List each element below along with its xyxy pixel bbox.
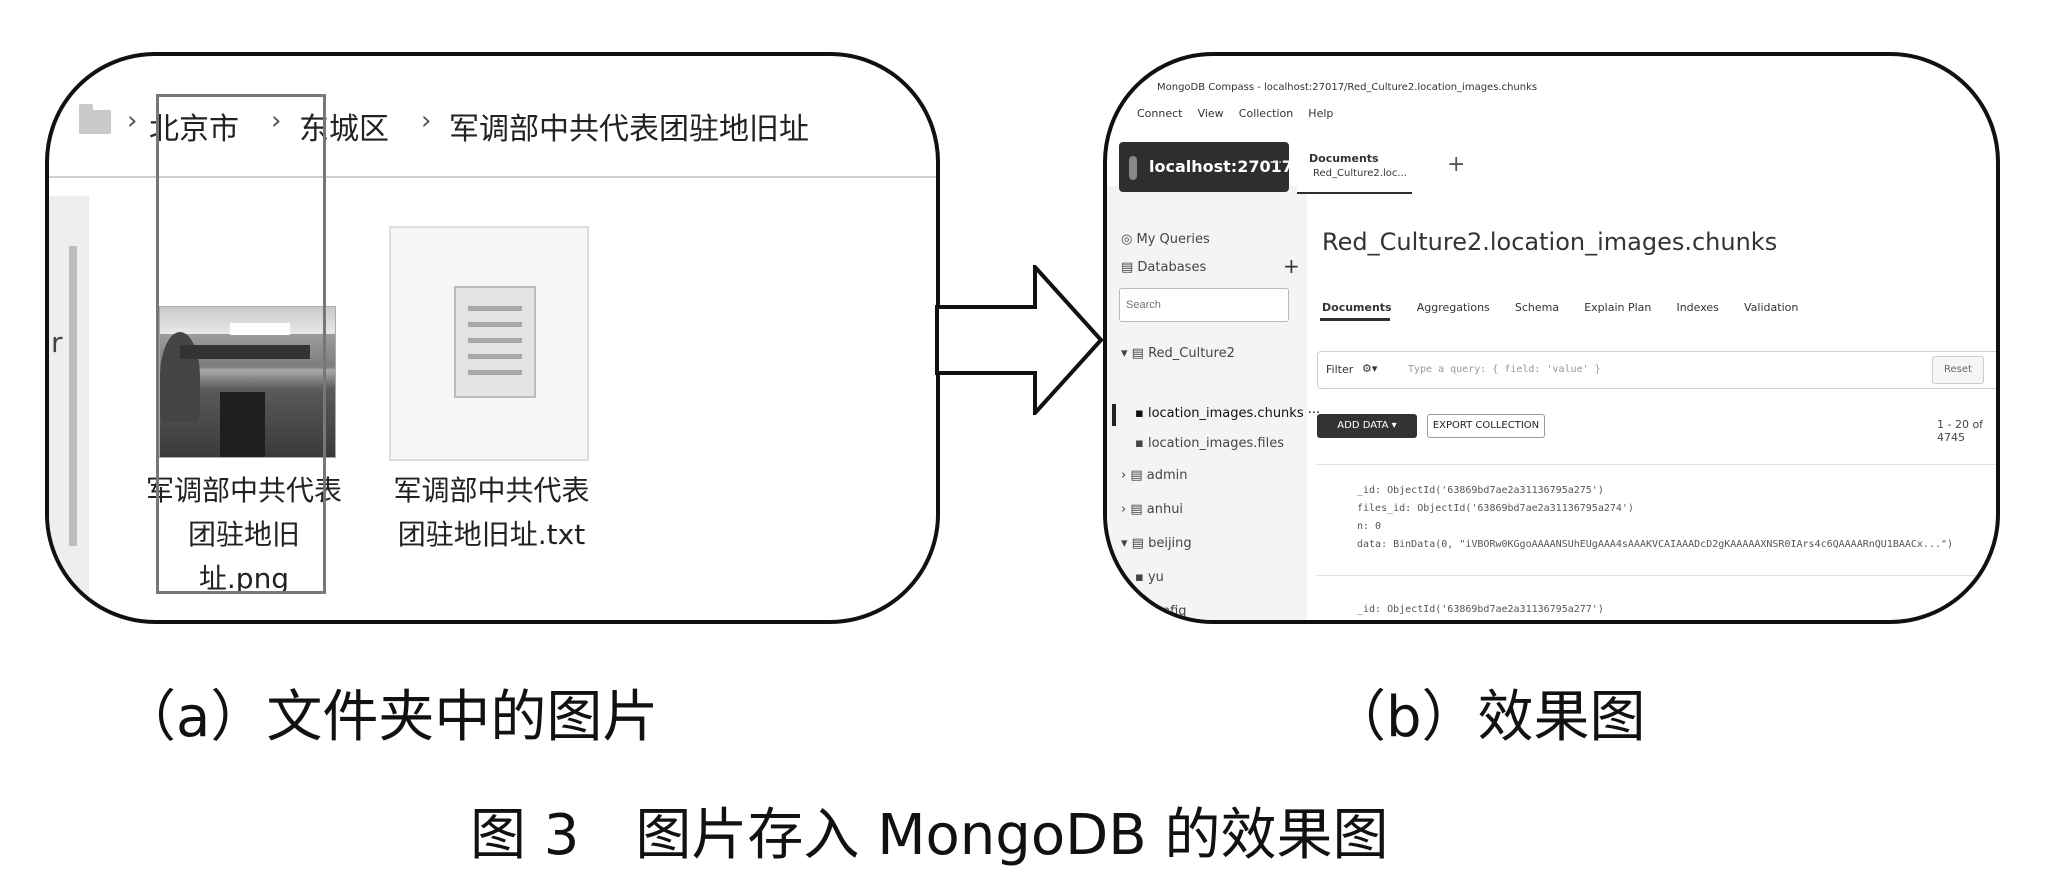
file-name-line: 军调部中共代表: [145, 474, 342, 507]
sidebar-item-label: location_images.files: [1147, 436, 1285, 451]
sidebar-item-label: location_images.chunks: [1147, 406, 1304, 421]
tab-documents-view[interactable]: Documents: [1322, 301, 1392, 314]
sidebar-search-input[interactable]: [1119, 288, 1289, 322]
sidebar-my-queries[interactable]: ◎ My Queries: [1121, 232, 1210, 247]
sidebar-item-label: Red_Culture2: [1148, 346, 1235, 361]
tab-schema[interactable]: Schema: [1514, 301, 1560, 314]
tab-indexes[interactable]: Indexes: [1676, 301, 1719, 314]
breadcrumb-item-dongcheng[interactable]: 东城区: [299, 112, 389, 147]
new-tab-button[interactable]: +: [1447, 152, 1466, 177]
chevron-right-icon: ›: [127, 106, 138, 136]
menu-view[interactable]: View: [1197, 107, 1224, 120]
sidebar-databases[interactable]: ▤ Databases: [1121, 260, 1207, 275]
sidebar-item-beijing[interactable]: ▾ ▤ beijing: [1121, 536, 1192, 551]
sidebar-item-yu[interactable]: ▪ yu: [1135, 570, 1164, 585]
sidebar-item-label: beijing: [1148, 536, 1192, 551]
add-database-button[interactable]: +: [1283, 254, 1300, 278]
sidebar-item-location-images-files[interactable]: ▪ location_images.files: [1135, 436, 1285, 451]
tab-subtitle: Red_Culture2.loc...: [1313, 168, 1407, 179]
filter-label: Filter: [1326, 363, 1354, 376]
sidebar-databases-label: Databases: [1137, 260, 1207, 275]
active-tab-underline: [1320, 318, 1390, 321]
breadcrumb-item-beijing[interactable]: 北京市: [149, 112, 239, 147]
right-arrow-icon: [935, 265, 1104, 415]
tab-aggregations[interactable]: Aggregations: [1416, 301, 1490, 314]
menu-connect[interactable]: Connect: [1137, 107, 1183, 120]
caption-b: （b）效果图: [1330, 685, 1646, 750]
sidebar-item-red-culture2[interactable]: ▾ ▤ Red_Culture2: [1121, 346, 1235, 361]
mongodb-compass-panel: MongoDB Compass - localhost:27017/Red_Cu…: [1103, 52, 2000, 624]
document-icon: [454, 286, 536, 398]
sidebar: [1107, 186, 1307, 620]
collection-title: Red_Culture2.location_images.chunks: [1322, 228, 1778, 256]
filter-bar[interactable]: Filter ⚙▾ Type a query: { field: 'value'…: [1317, 351, 1996, 389]
sidebar-item-label: config: [1146, 604, 1187, 619]
file-name-line: 团驻地旧址.png: [187, 518, 300, 595]
more-icon[interactable]: ···: [1269, 155, 1283, 171]
sidebar-item-admin[interactable]: › ▤ admin: [1121, 468, 1188, 483]
doc-field-files-id: files_id: ObjectId('63869bd7ae2a31136795…: [1357, 503, 1634, 514]
sidebar-item-label: yu: [1147, 570, 1164, 585]
window-title: MongoDB Compass - localhost:27017/Red_Cu…: [1157, 82, 1538, 93]
active-indicator: [1112, 404, 1116, 426]
sidebar-item-anhui[interactable]: › ▤ anhui: [1121, 502, 1184, 517]
thumbnail-gate: [220, 392, 265, 457]
filter-placeholder: Type a query: { field: 'value' }: [1408, 364, 1601, 375]
leaf-icon: [1129, 156, 1137, 180]
tab-title: Documents: [1309, 152, 1379, 165]
scrollbar[interactable]: [69, 246, 77, 546]
folder-icon: [79, 104, 111, 134]
file-name-line: 军调部中共代表: [393, 474, 590, 507]
export-collection-button[interactable]: EXPORT COLLECTION: [1427, 414, 1545, 438]
selection-highlight: [156, 94, 326, 594]
sidebar-item-config[interactable]: › ▤ config: [1121, 604, 1187, 619]
options-icon[interactable]: ⚙▾: [1362, 362, 1378, 375]
caption-a: （a）文件夹中的图片: [120, 685, 659, 750]
host-label: localhost:27017: [1149, 157, 1293, 176]
document-count: 1 - 20 of 4745: [1937, 418, 1984, 444]
chevron-right-icon: ›: [271, 106, 282, 136]
breadcrumb-bar: › 北京市 › 东城区 › 军调部中共代表团驻地旧址: [49, 56, 936, 178]
thumbnail-roof: [180, 345, 310, 359]
image-thumbnail[interactable]: [159, 306, 336, 458]
sidebar-item-label: anhui: [1146, 502, 1184, 517]
tab-explain-plan[interactable]: Explain Plan: [1584, 301, 1652, 314]
file-explorer-panel: › 北京市 › 东城区 › 军调部中共代表团驻地旧址 r 军调部中共代表 团驻地…: [45, 52, 940, 624]
menu-bar: Connect View Collection Help: [1137, 102, 1333, 121]
file-name-txt[interactable]: 军调部中共代表 团驻地旧址.txt: [389, 469, 594, 557]
breadcrumb-item-current[interactable]: 军调部中共代表团驻地旧址: [449, 112, 809, 147]
file-name-png[interactable]: 军调部中共代表 团驻地旧址.png: [144, 469, 344, 601]
nav-pane-text: r: [51, 326, 63, 359]
menu-help[interactable]: Help: [1308, 107, 1334, 120]
add-data-button[interactable]: ADD DATA ▾: [1317, 414, 1417, 438]
doc-field-n: n: 0: [1357, 521, 1382, 532]
thumbnail-sign: [230, 323, 290, 335]
document-card[interactable]: _id: ObjectId('63869bd7ae2a31136795a275'…: [1317, 464, 1996, 576]
tab-validation[interactable]: Validation: [1744, 301, 1799, 314]
tab-documents[interactable]: Documents Red_Culture2.loc...: [1297, 142, 1412, 194]
sidebar-item-location-images-chunks[interactable]: ▪ location_images.chunks ···: [1135, 406, 1321, 421]
doc-field-id: _id: ObjectId('63869bd7ae2a31136795a275'…: [1357, 485, 1604, 496]
sidebar-item-label: admin: [1146, 468, 1188, 483]
sidebar-my-queries-label: My Queries: [1136, 232, 1210, 247]
figure-title: 图 3 图片存入 MongoDB 的效果图: [470, 803, 1389, 868]
collection-tabs: Documents Aggregations Schema Explain Pl…: [1322, 296, 1798, 315]
reset-button[interactable]: Reset: [1932, 356, 1984, 384]
connection-host[interactable]: localhost:27017 ···: [1119, 142, 1293, 192]
doc-field-id: _id: ObjectId('63869bd7ae2a31136795a277'…: [1357, 604, 1604, 615]
menu-collection[interactable]: Collection: [1238, 107, 1294, 120]
doc-field-data: data: BinData(0, "iVBORw0KGgoAAAANSUhEUg…: [1357, 539, 1954, 550]
chevron-right-icon: ›: [421, 106, 432, 136]
file-name-line: 团驻地旧址.txt: [397, 518, 586, 551]
